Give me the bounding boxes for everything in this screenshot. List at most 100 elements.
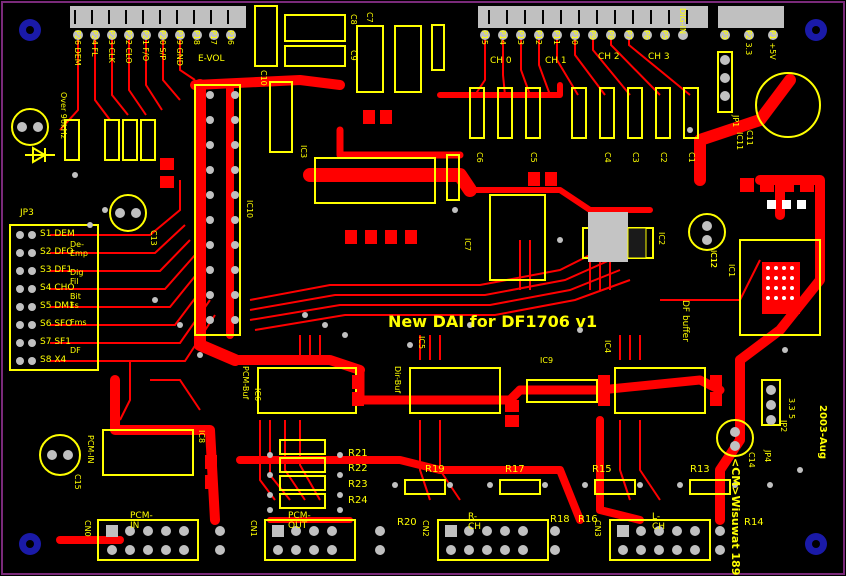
top-pin-label: P9 bbox=[588, 30, 597, 40]
through-hole-pads bbox=[16, 30, 806, 555]
top-pin-label: P20 S/P bbox=[158, 30, 167, 61]
resistor-label: R22 bbox=[348, 463, 368, 474]
jp3-pin: S6 bbox=[40, 319, 52, 329]
cap-label: C6 bbox=[475, 152, 484, 163]
cap-label: C8 bbox=[349, 14, 358, 25]
jp3-label: JP3 bbox=[20, 208, 34, 218]
top-pin-label: P6 bbox=[642, 30, 651, 40]
jp3-side-label: Fms bbox=[70, 318, 87, 327]
top-pin-label: P22 CLO bbox=[124, 30, 133, 64]
channel-label-3: CH 3 bbox=[648, 52, 670, 62]
smd-pads bbox=[160, 110, 814, 489]
cap-label: C7 bbox=[365, 12, 374, 23]
top-pin-label: P15 bbox=[480, 30, 489, 46]
connector-label: R-CH bbox=[468, 512, 482, 532]
connector-id: CN2 bbox=[421, 520, 430, 537]
jp3-row[interactable]: S7 SF1 bbox=[40, 337, 71, 347]
jumper-label: JP4 bbox=[763, 450, 772, 463]
e-vol-label: E-VOL bbox=[198, 54, 225, 64]
cap-label: C10 bbox=[259, 70, 268, 86]
cap-label: C11 bbox=[745, 130, 754, 146]
jp3-pin: S3 bbox=[40, 265, 52, 275]
top-pin-label: P17 bbox=[209, 30, 218, 46]
ic-label: IC3 bbox=[299, 145, 308, 159]
ic-label: IC7 bbox=[463, 238, 472, 252]
ic-label: IC1 bbox=[727, 264, 736, 278]
jp3-label: DEM bbox=[54, 229, 75, 239]
top-pin-label: P23 CLK bbox=[107, 30, 116, 63]
jp3-pin: S1 bbox=[40, 229, 52, 239]
jp3-label: SFO bbox=[54, 319, 73, 329]
connector-label: L-CH bbox=[652, 512, 666, 532]
top-pin-label: P13 bbox=[516, 30, 525, 46]
resistor-label: R14 bbox=[744, 517, 764, 528]
resistor-label: R18 bbox=[550, 514, 570, 525]
smd-chips bbox=[588, 212, 800, 314]
power-pin-label: P2 3.3 bbox=[744, 30, 753, 56]
cap-label: C2 bbox=[659, 152, 668, 163]
jp3-row[interactable]: S8 X4 bbox=[40, 355, 66, 365]
jp3-pin: S7 bbox=[40, 337, 52, 347]
channel-label-2: CH 2 bbox=[598, 52, 620, 62]
jp3-row[interactable]: S1 DEM bbox=[40, 229, 75, 239]
jp3-side-label: DF bbox=[70, 346, 81, 355]
jp3-side-label: De-Emp bbox=[70, 240, 88, 258]
top-pin-label: P24 FL bbox=[90, 30, 99, 57]
ic-label: IC11 bbox=[735, 132, 744, 151]
power-pin-label: P1 +5V bbox=[768, 30, 777, 60]
resistor-label: R17 bbox=[505, 464, 525, 475]
ic-label: IC2 bbox=[657, 232, 666, 246]
connector-id: CN3 bbox=[593, 520, 602, 537]
top-pin-header-right bbox=[478, 6, 708, 28]
jp3-label: DM1 bbox=[54, 301, 75, 311]
ic-label: IC5 bbox=[417, 336, 426, 350]
top-pin-label: P12 bbox=[534, 30, 543, 46]
top-pin-label: P19 GND bbox=[175, 30, 184, 66]
df-buffer-label: DF buffer bbox=[680, 300, 690, 342]
cap-label: C4 bbox=[603, 152, 612, 163]
top-pin-label: P10 bbox=[570, 30, 579, 46]
top-pin-header-left bbox=[70, 6, 246, 28]
diode-symbol bbox=[25, 146, 55, 164]
resistor-label: R16 bbox=[578, 514, 598, 525]
ic-label: IC9 bbox=[540, 356, 554, 365]
top-pin-label: P14 bbox=[498, 30, 507, 46]
cap-label: C3 bbox=[631, 152, 640, 163]
resistor-label: R21 bbox=[348, 448, 368, 459]
board-title: New DAI for DF1706 v1 bbox=[388, 312, 598, 331]
channel-label-1: CH 1 bbox=[545, 56, 567, 66]
jp3-row[interactable]: S4 CHO bbox=[40, 283, 74, 293]
jp3-row[interactable]: S6 SFO bbox=[40, 319, 72, 329]
jp3-row[interactable]: S5 DM1 bbox=[40, 301, 75, 311]
pcm-buf-label: PCM-Buf bbox=[241, 366, 250, 400]
top-pin-label: P26 DEM bbox=[73, 30, 82, 66]
resistor-label: R13 bbox=[690, 464, 710, 475]
jp3-pin: S4 bbox=[40, 283, 52, 293]
jp3-label: DFO bbox=[54, 247, 74, 257]
ic-label: IC10 bbox=[245, 200, 254, 219]
cap-label: C9 bbox=[349, 50, 358, 61]
power-pin-label: P3 bbox=[720, 30, 729, 40]
pcm-in-side-label: PCM-IN bbox=[86, 435, 95, 464]
over-label: Over 96kHz bbox=[59, 92, 68, 139]
cap-label: C1 bbox=[687, 152, 696, 163]
jp3-row[interactable]: S3 DF1 bbox=[40, 265, 72, 275]
jp3-pin: S5 bbox=[40, 301, 52, 311]
resistor-label: R20 bbox=[397, 517, 417, 528]
resistor-label: R15 bbox=[592, 464, 612, 475]
jp3-side-label: Bit Fs bbox=[70, 292, 81, 310]
power-pin-header bbox=[718, 6, 784, 28]
resistor-label: R24 bbox=[348, 495, 368, 506]
resistor-label: R23 bbox=[348, 479, 368, 490]
ic-label: IC4 bbox=[603, 340, 612, 354]
jp3-row[interactable]: S2 DFO bbox=[40, 247, 74, 257]
connector-label: PCM-IN bbox=[130, 511, 153, 531]
channel-label-0: CH 0 bbox=[490, 56, 512, 66]
vias bbox=[72, 127, 803, 513]
board-date: 2003-Aug bbox=[817, 405, 828, 459]
jp3-pin: S8 bbox=[40, 355, 52, 365]
jp3-label: SF1 bbox=[54, 337, 71, 347]
top-pin-label: DIG-IN bbox=[678, 8, 687, 34]
